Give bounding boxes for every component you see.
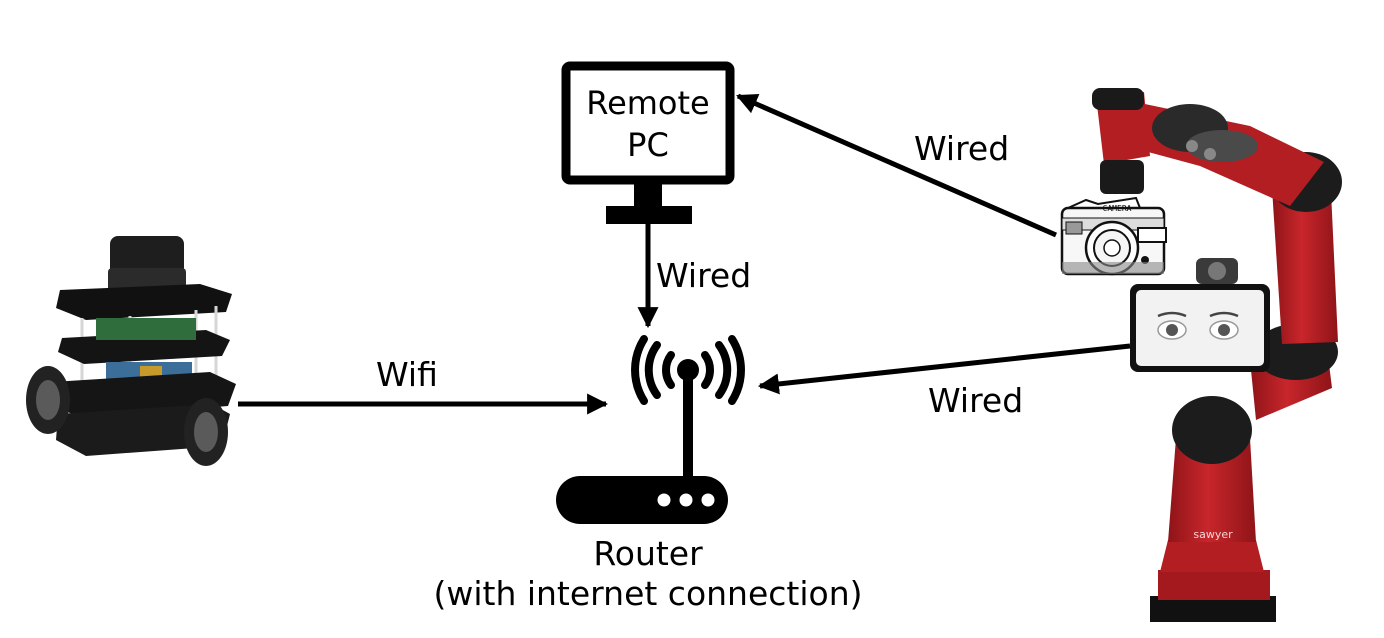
remote-pc-label: Remote PC xyxy=(573,82,723,166)
camera-icon xyxy=(1060,196,1167,276)
monitor-icon xyxy=(561,61,735,224)
wired-robot-router-label: Wired xyxy=(928,381,1024,420)
sawyer-robot-image xyxy=(1092,88,1342,622)
wired-camera-pc-label: Wired xyxy=(914,129,1010,168)
wifi-edge-label: Wifi xyxy=(376,355,438,394)
router-label: Router (with internet connection) xyxy=(430,534,866,614)
robot-brand-label: sawyer xyxy=(1193,528,1233,541)
router-label-line2: (with internet connection) xyxy=(433,574,863,613)
router-label-line1: Router xyxy=(593,534,703,573)
arrow-camera-pc xyxy=(736,93,1058,238)
arrow-robot-router xyxy=(757,343,1131,395)
camera-brand-label: CAMERA xyxy=(1103,204,1132,213)
turtlebot-image xyxy=(26,236,236,466)
remote-pc-label-line2: PC xyxy=(627,126,669,164)
wired-pc-router-label: Wired xyxy=(656,256,752,295)
remote-pc-label-line1: Remote xyxy=(586,84,710,122)
router-icon xyxy=(556,335,745,524)
